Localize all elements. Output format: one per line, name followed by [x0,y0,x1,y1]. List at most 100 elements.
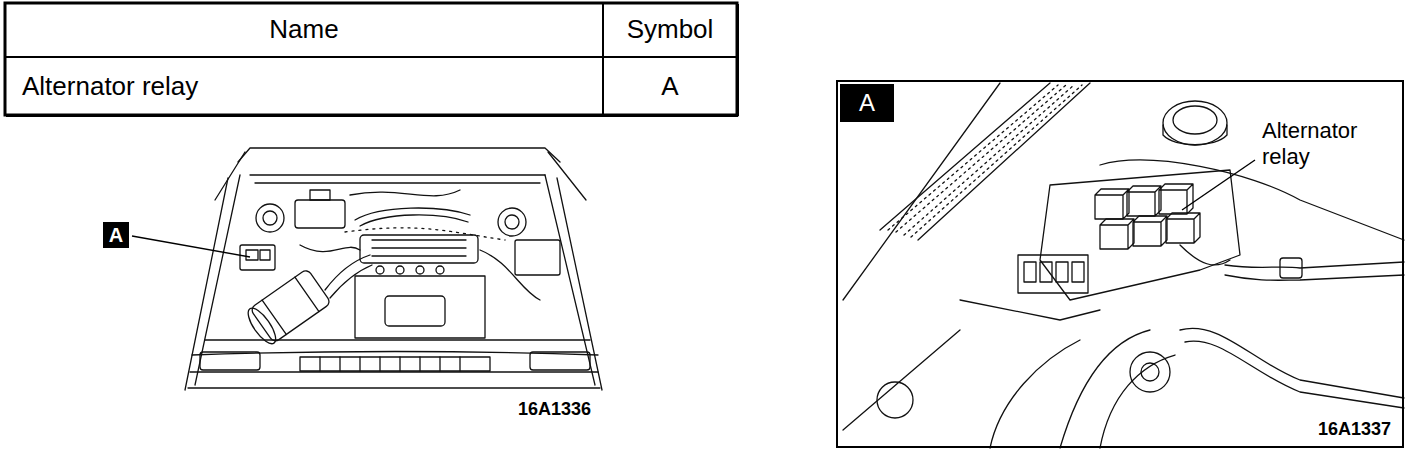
engine-bay-drawing [376,266,384,274]
table-grid [5,56,737,58]
engine-bay-drawing [360,235,478,263]
engine-bay-drawing [240,245,275,270]
engine-bay-drawing [215,152,245,200]
table-grid [737,4,739,116]
relay-detail-drawing [1018,255,1088,293]
engine-bay-drawing [185,148,602,390]
relay-detail-drawing [1280,258,1302,278]
leader-line [1182,160,1255,210]
relay-detail-drawing [1100,160,1404,240]
engine-bay-drawing [325,255,370,290]
relay-detail-drawing [843,83,1404,448]
table-grid [5,3,737,115]
relay-detail-drawing [904,85,1074,235]
relay-detail-drawing [1040,170,1240,300]
relay-detail-drawing [1060,330,1150,448]
view-panel: A Alternator relay 16A1337 [836,80,1404,448]
relay-detail-drawing [1225,275,1404,280]
engine-bay-drawing [320,357,460,371]
engine-bay-drawing [355,276,485,338]
table-grid [602,3,604,115]
engine-bay-drawing [295,200,345,228]
relay-detail-drawing [1100,355,1175,448]
box-text: A [109,225,123,245]
engine-bay-drawing [530,352,590,370]
engine-bay-drawing [385,296,445,326]
relay-detail-drawing [896,85,1066,232]
engine-bay-drawing [246,250,258,260]
relay-detail-drawing [1225,262,1404,268]
engine-bay-drawing [238,148,560,162]
relay-detail-drawing [1040,262,1052,282]
engine-bay-drawing [557,178,602,390]
engine-bay-drawing [396,266,404,274]
relay-detail-drawing [1185,341,1404,408]
engine-bay-drawing [263,211,277,225]
relay-detail-drawing [877,382,913,418]
relay-detail-drawing [1100,219,1134,249]
relay-detail-drawing [1173,106,1217,134]
relay-detail-drawing [1180,328,1404,398]
relay-detail-drawing [1163,101,1227,145]
engine-bay-drawing [185,178,228,390]
relay-detail-drawing [1133,216,1167,246]
callout-box: A [103,222,129,248]
engine-bay-drawing [515,240,560,275]
engine-bay-drawing [416,266,424,274]
figure-number: 16A1337 [1318,419,1391,441]
leader-line [132,236,250,257]
relay-detail-drawing [888,85,1058,230]
engine-bay-drawing [350,190,460,196]
leader-line [132,236,250,257]
table-cell: A [603,71,737,102]
relay-detail-drawing [1130,352,1170,392]
part-label: Alternator relay [1262,118,1384,171]
engine-bay-drawing [243,269,331,348]
table-header: Name [5,14,603,45]
relay-detail-drawing [911,85,1082,237]
relay-detail-drawing [1127,186,1161,216]
relay-detail-drawing [1166,213,1200,243]
figure-number: 16A1336 [518,399,591,421]
engine-bay-drawing [250,269,331,344]
relay-detail-drawing [1072,262,1084,282]
relay-detail-drawing [1159,184,1193,214]
relay-detail-drawing [960,300,1100,320]
engine-bay-drawing [330,265,372,298]
relay-detail-drawing [1180,245,1230,265]
engine-bay-drawing [243,304,280,348]
engine-bay-drawing [360,215,468,226]
engine-bay-drawing [255,182,540,183]
engine-bay-drawing [256,204,284,232]
engine-bay-drawing [300,357,490,371]
relay-detail-drawing [1056,262,1068,282]
leader-line [1182,160,1255,210]
engine-bay-drawing [372,240,466,256]
table-grid [5,3,738,116]
relay-detail-drawing [1163,125,1227,145]
engine-bay-drawing [498,208,526,236]
relay-detail-drawing [1024,262,1036,282]
engine-bay-drawing [505,215,519,229]
engine-bay-drawing [262,277,319,334]
engine-bay-drawing [250,174,545,175]
relay-detail-drawing [843,330,960,430]
relay-detail-drawing [990,340,1080,448]
engine-bay-drawing [188,387,600,388]
engine-bay-drawing [260,250,270,260]
box-text: A [859,91,875,115]
engine-bay-drawing [310,190,330,200]
table-cell: Alternator relay [22,71,198,102]
relay-detail-drawing [1141,363,1159,381]
relay-detail-drawing [880,83,1050,230]
engine-bay-drawing [200,352,260,370]
relay-detail-drawing [1095,189,1129,219]
table-grid [6,115,738,117]
engine-bay-drawing [548,152,586,200]
engine-bay-drawing [436,266,444,274]
engine-bay-drawing [345,228,505,240]
engine-bay-drawing [300,245,360,252]
